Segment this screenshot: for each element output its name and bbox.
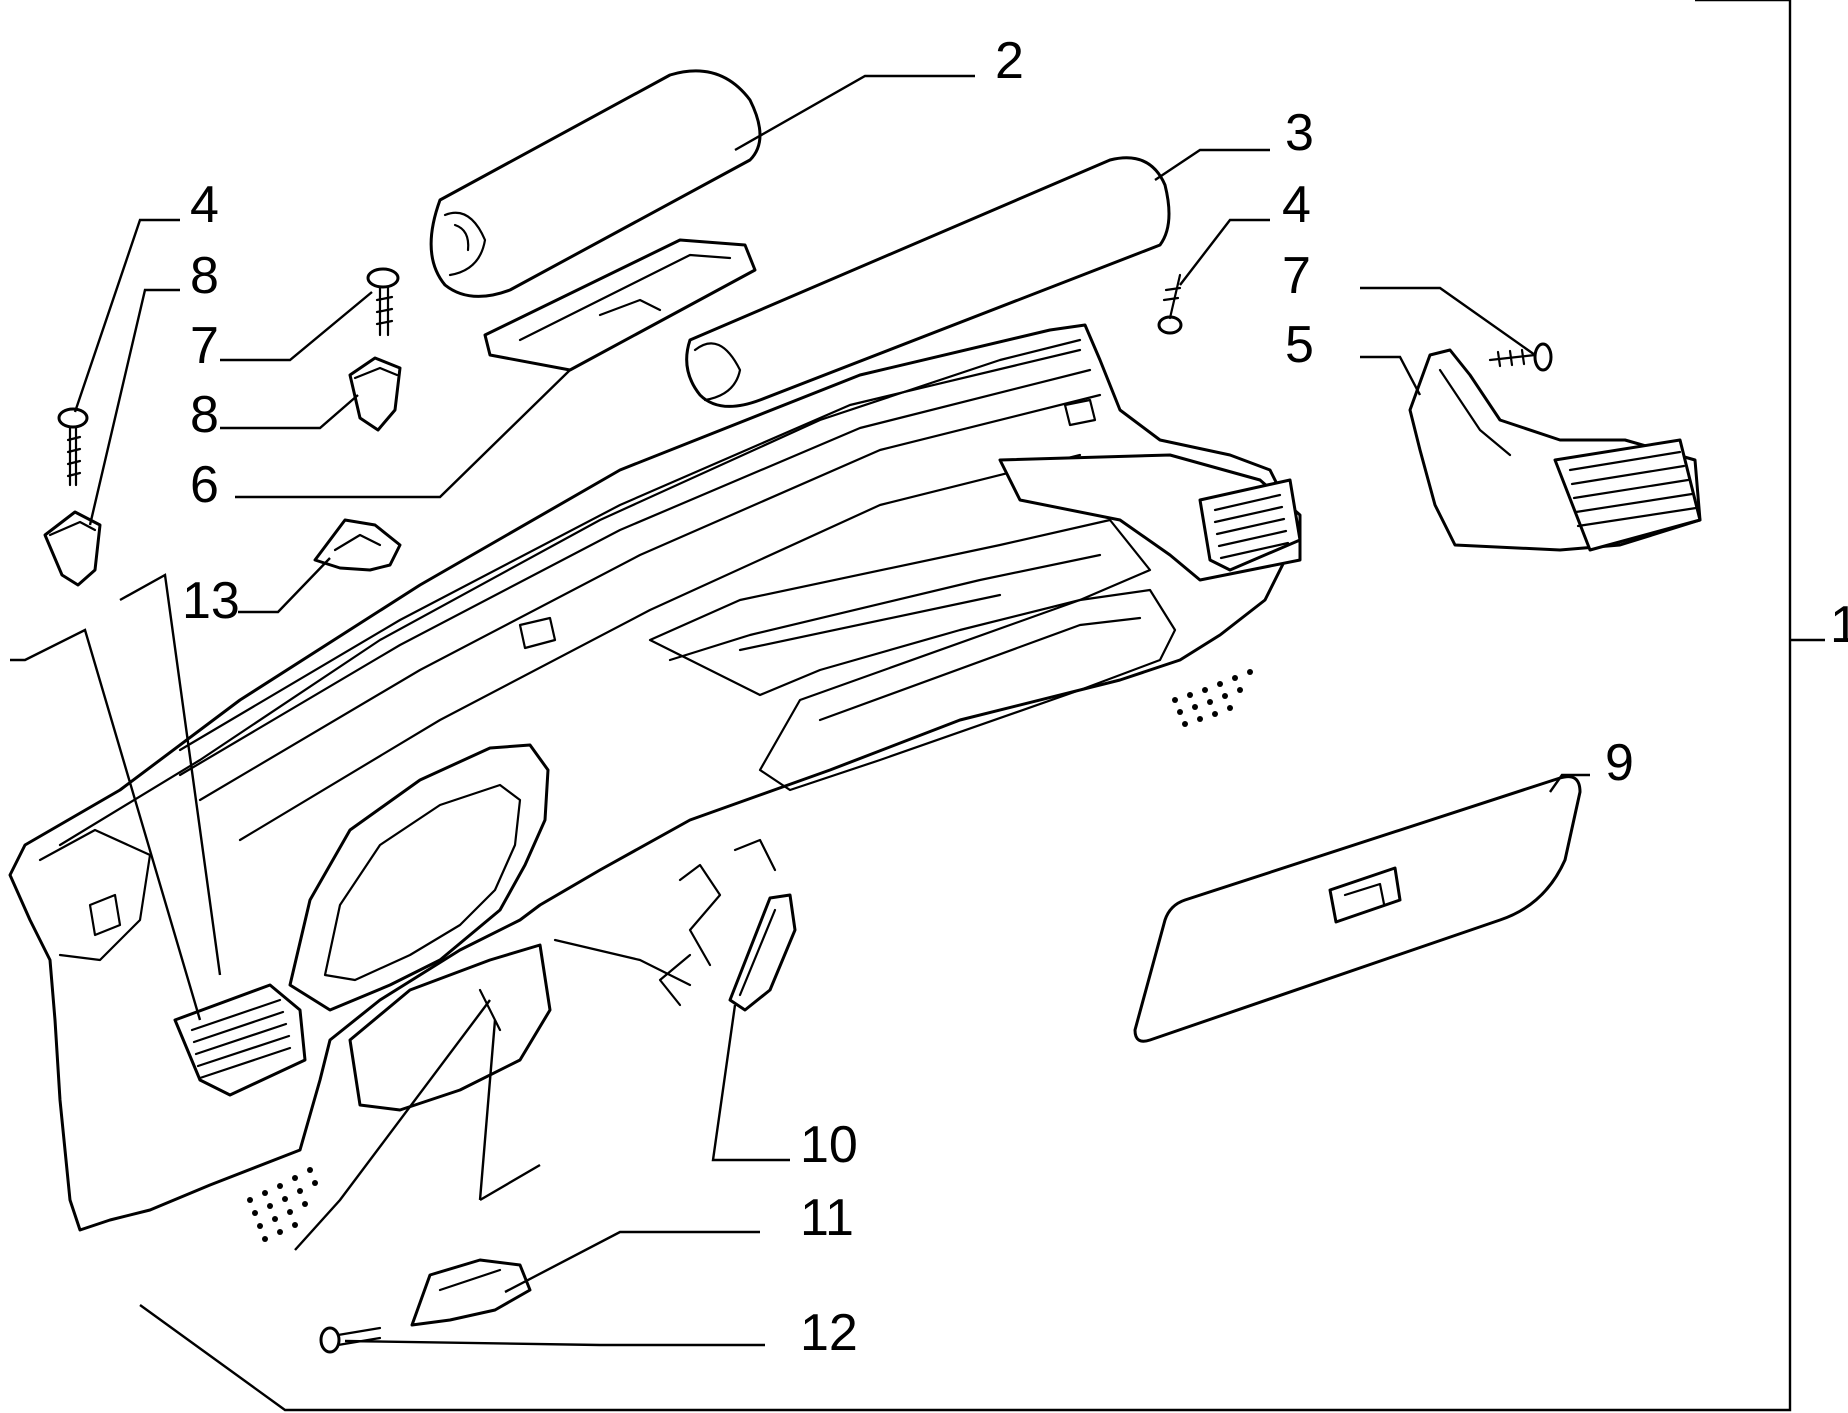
callout-11: 11 [800,1189,854,1247]
callout-3: 3 [1285,104,1314,162]
part-13-bracket [313,518,402,572]
part-5-vent-duct [1408,348,1702,552]
leader-lines [10,0,1825,1412]
callout-1: 1 [1830,596,1848,654]
part-8-clip [348,356,402,432]
left-speaker-grille [247,1167,318,1242]
callout-5: 5 [1285,316,1314,374]
callout-2: 2 [995,32,1024,90]
callout-9: 9 [1605,734,1634,792]
callout-labels: 2 3 4 8 7 8 6 13 4 7 5 1 9 10 11 12 [182,32,1848,1362]
right-speaker-grille [1172,669,1253,727]
part-2-upper-trim [429,69,762,298]
callout-6: 6 [190,456,219,514]
part-8-clip-left [43,510,102,587]
part-7-screw-right [1488,342,1553,372]
part-4-screw-left [57,407,89,487]
callout-4-left: 4 [190,176,219,234]
part-11-bracket [410,1258,532,1327]
part-7-screw [366,267,400,337]
callout-8-left: 8 [190,247,219,305]
part-4-screw-right [1157,273,1183,335]
callout-7-right: 7 [1282,247,1311,305]
callout-4-right: 4 [1282,176,1311,234]
part-10-panel [728,893,797,1012]
callout-12: 12 [800,1304,858,1362]
callout-13: 13 [182,572,240,630]
callout-8: 8 [190,386,219,444]
part-6-tray [483,238,757,372]
callout-7: 7 [190,317,219,375]
part-3-long-trim [685,156,1171,408]
part-9-glovebox-door [1133,775,1582,1043]
dashboard-panel [8,323,1302,1242]
callout-10: 10 [800,1116,858,1174]
